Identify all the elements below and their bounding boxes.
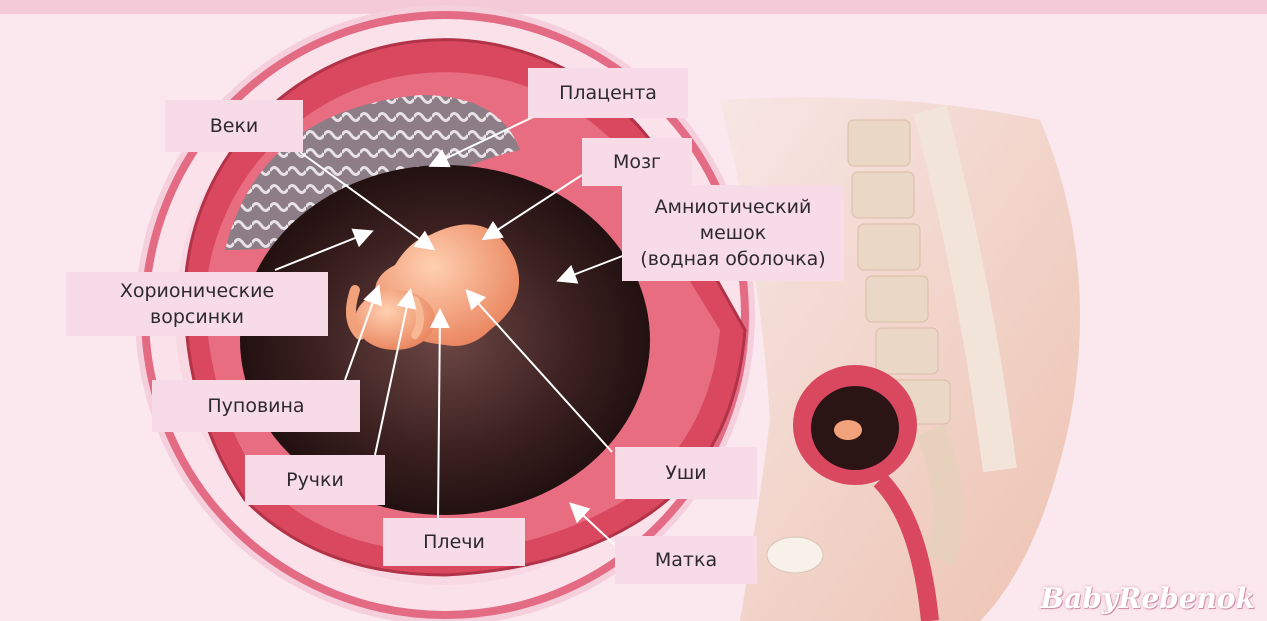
label-eyelids: Веки: [165, 100, 303, 152]
label-ears: Уши: [615, 447, 757, 499]
label-shoulders: Плечи: [383, 518, 525, 566]
body-silhouette: [720, 98, 1080, 621]
label-uterus: Матка: [615, 536, 757, 584]
top-band: [0, 0, 1267, 14]
label-umbilical-cord: Пуповина: [152, 380, 360, 432]
label-brain: Мозг: [582, 138, 692, 186]
label-hands: Ручки: [245, 455, 385, 505]
bladder: [767, 537, 823, 573]
label-amniotic-sac: Амниотический мешок (водная оболочка): [622, 185, 844, 281]
watermark-logo: BabyRebenok: [1040, 582, 1255, 615]
label-placenta: Плацента: [528, 68, 688, 118]
label-chorionic-villi: Хорионические ворсинки: [66, 272, 328, 336]
